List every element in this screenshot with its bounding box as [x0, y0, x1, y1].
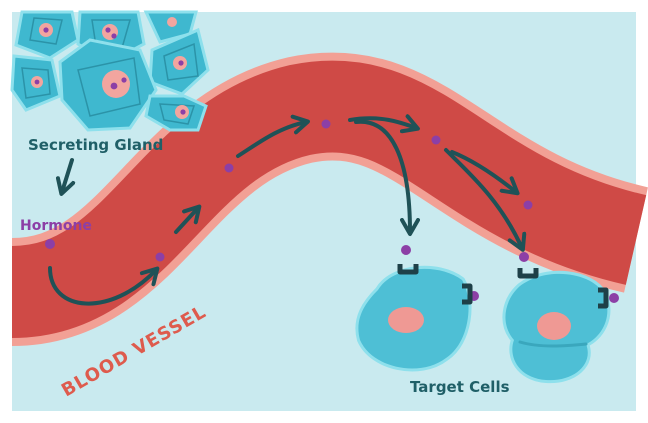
receptor-top: [397, 264, 419, 275]
gland-cell: [10, 54, 62, 112]
arrow-gland-to-hormone: [55, 158, 76, 196]
hormone-molecule-bound: [401, 245, 411, 255]
cell-nucleus: [388, 307, 424, 333]
label-hormone: Hormone: [20, 218, 92, 234]
arrow-vessel-flow: [450, 150, 520, 196]
target-cell-right: [502, 268, 611, 384]
arrow-to-target-cell-right: [444, 148, 527, 252]
gland-cell: [148, 27, 210, 96]
hormone-molecule: [45, 239, 55, 249]
cell-nucleus: [537, 312, 571, 340]
gland-cell: [14, 10, 80, 60]
receptor-top: [517, 268, 539, 279]
hormone-molecule: [431, 135, 441, 145]
hormone-molecule-bound: [609, 293, 619, 303]
arrow-vessel-flow: [174, 204, 202, 234]
receptor-side: [462, 283, 473, 305]
arrow-vessel-flow: [348, 114, 420, 134]
hormone-pathway-arrows: [48, 114, 527, 306]
gland-cell: [58, 38, 158, 132]
receptor-side: [598, 287, 609, 309]
arrow-vessel-flow: [236, 114, 310, 158]
target-cell-left: [355, 264, 473, 372]
arrow-hormone-into-vessel: [48, 266, 160, 306]
arrow-to-target-cell-left: [354, 119, 420, 236]
hormone-molecule-bound: [519, 252, 529, 262]
hormone-molecule: [155, 252, 165, 262]
label-secreting-gland: Secreting Gland: [28, 136, 163, 154]
label-target-cells: Target Cells: [410, 378, 510, 396]
hormone-molecule: [321, 119, 331, 129]
hormone-molecule: [224, 163, 234, 173]
hormone-molecule: [523, 200, 533, 210]
gland-cell: [144, 94, 208, 132]
secreting-gland: [10, 10, 210, 132]
